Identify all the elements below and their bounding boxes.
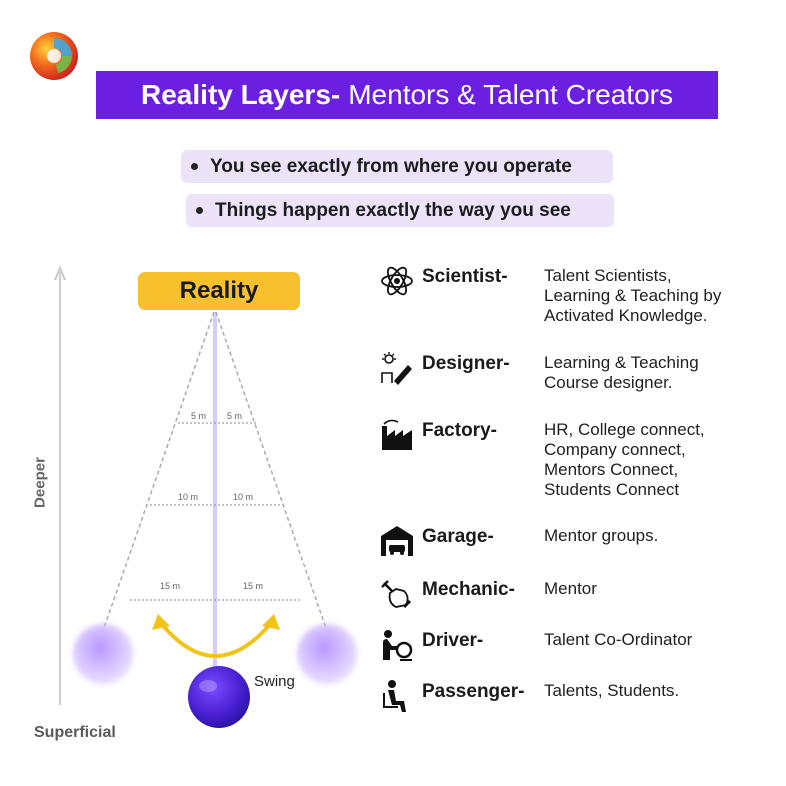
- role-desc-line: Talent Co-Ordinator: [544, 630, 693, 649]
- level-label-5m-left: 5 m: [191, 411, 206, 421]
- role-desc-line: Mentor: [544, 579, 597, 598]
- passenger-icon: [383, 680, 406, 712]
- role-row-mechanic: Mechanic- Mentor: [380, 579, 597, 611]
- right-swing-path: [215, 311, 327, 629]
- role-desc-line: Company connect,: [544, 440, 686, 459]
- role-desc-line: Mentors Connect,: [544, 460, 679, 479]
- role-desc: Mentor groups.: [544, 526, 774, 546]
- depth-axis-arrowhead: [54, 265, 66, 281]
- role-row-scientist: Scientist- Talent Scientists, Learning &…: [380, 266, 721, 325]
- level-label-5m-right: 5 m: [227, 411, 242, 421]
- role-desc: HR, College connect, Company connect, Me…: [544, 420, 774, 500]
- driver-icon: [383, 630, 413, 661]
- swing-arrowhead-left: [152, 614, 170, 630]
- title-bold: Reality Layers-: [141, 79, 341, 110]
- role-desc-line: Students Connect: [544, 480, 680, 499]
- level-label-15m-left: 15 m: [160, 581, 180, 591]
- axis-label-superficial: Superficial: [34, 724, 116, 741]
- role-desc-line: Talent Scientists,: [544, 266, 672, 285]
- bullet-dot: [191, 163, 198, 170]
- role-desc: Mentor: [544, 579, 774, 599]
- role-row-driver: Driver- Talent Co-Ordinator: [380, 630, 692, 662]
- title-banner: Reality Layers- Mentors & Talent Creator…: [96, 71, 718, 119]
- bullet-text-2: Things happen exactly the way you see: [215, 199, 571, 221]
- left-swing-path: [103, 311, 215, 629]
- role-name: Garage-: [422, 526, 494, 547]
- role-desc-line: Talents, Students.: [544, 681, 680, 700]
- bullet-text-1: You see exactly from where you operate: [210, 155, 572, 177]
- level-label-10m-right: 10 m: [233, 492, 253, 502]
- swing-label: Swing: [254, 673, 295, 690]
- role-name: Passenger-: [422, 681, 525, 702]
- swing-arrow: [158, 620, 274, 658]
- ball-highlight: [199, 680, 217, 692]
- role-name: Mechanic-: [422, 579, 515, 600]
- role-desc: Talent Scientists, Learning & Teaching b…: [544, 266, 774, 326]
- axis-label-deeper: Deeper: [31, 457, 49, 508]
- role-desc-line: Course designer.: [544, 373, 673, 392]
- ghost-ball-right: [297, 624, 357, 684]
- role-desc-line: HR, College connect,: [544, 420, 705, 439]
- role-row-garage: Garage- Mentor groups.: [380, 526, 658, 558]
- role-name: Designer-: [422, 353, 510, 374]
- pendulum-ball: [188, 666, 250, 728]
- role-desc-line: Learning & Teaching by: [544, 286, 722, 305]
- role-row-factory: Factory- HR, College connect, Company co…: [380, 419, 705, 499]
- role-desc: Learning & Teaching Course designer.: [544, 353, 774, 393]
- role-desc-line: Learning & Teaching: [544, 353, 699, 372]
- role-desc: Talent Co-Ordinator: [544, 630, 774, 650]
- pendulum-diagram: 5 m 5 m 10 m 10 m 15 m 15 m: [54, 265, 357, 728]
- role-row-passenger: Passenger- Talents, Students.: [380, 680, 679, 713]
- bullet-dot: [196, 207, 203, 214]
- level-label-15m-right: 15 m: [243, 581, 263, 591]
- atom-icon: [381, 266, 413, 296]
- title-regular: Mentors & Talent Creators: [348, 79, 673, 110]
- role-row-designer: Designer- Learning & Teaching Course des…: [380, 352, 699, 392]
- logo-icon: [30, 32, 78, 80]
- swing-arrowhead-right: [262, 614, 280, 630]
- designer-icon: [381, 352, 412, 385]
- role-desc: Talents, Students.: [544, 681, 774, 701]
- role-desc-line: Activated Knowledge.: [544, 306, 708, 325]
- garage-icon: [381, 526, 413, 556]
- role-name: Driver-: [422, 630, 484, 651]
- role-desc-line: Mentor groups.: [544, 526, 659, 545]
- level-label-10m-left: 10 m: [178, 492, 198, 502]
- role-name: Scientist-: [422, 266, 508, 287]
- bullet-pill-2: Things happen exactly the way you see: [186, 194, 614, 227]
- mechanic-icon: [381, 580, 412, 609]
- factory-icon: [382, 419, 412, 450]
- ghost-ball-left: [73, 624, 133, 684]
- role-name: Factory-: [422, 420, 497, 441]
- reality-box: Reality: [138, 272, 300, 310]
- bullet-pill-1: You see exactly from where you operate: [181, 150, 613, 183]
